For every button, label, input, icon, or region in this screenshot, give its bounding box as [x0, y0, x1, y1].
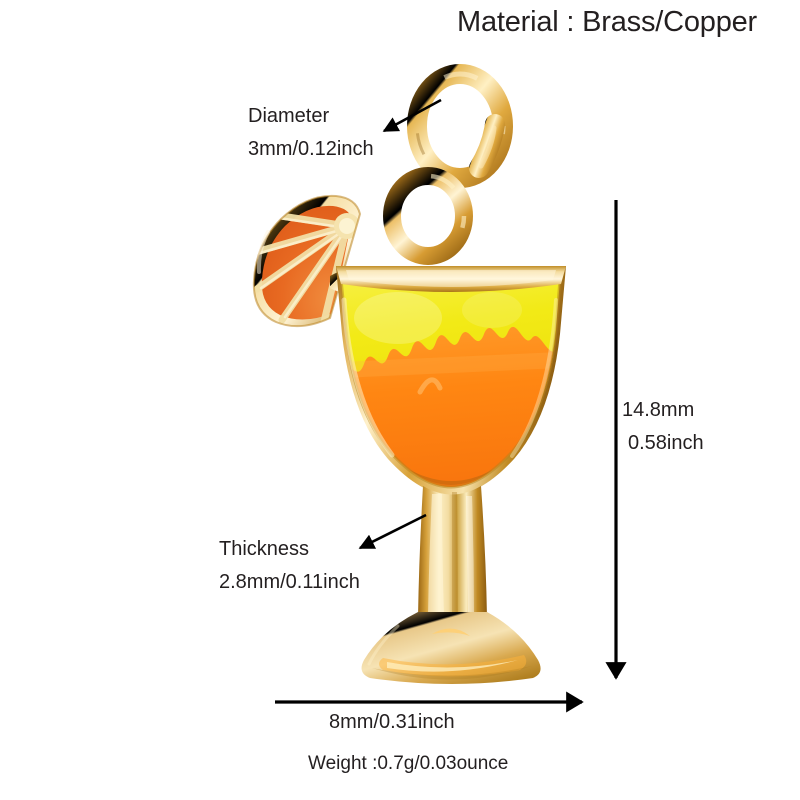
- height-value-inch: 0.58inch: [628, 431, 704, 454]
- glass-stem: [418, 486, 487, 618]
- height-label: 14.8mm 0.58inch: [622, 398, 704, 456]
- thickness-value: 2.8mm/0.11inch: [219, 570, 360, 593]
- thickness-label: Thickness 2.8mm/0.11inch: [219, 537, 360, 595]
- bail-loop: [383, 114, 505, 265]
- glass-foot: [361, 612, 541, 684]
- glass-bowl: [336, 266, 566, 495]
- weight-label: Weight :0.7g/0.03ounce: [308, 753, 509, 774]
- height-value-mm: 14.8mm: [622, 399, 695, 421]
- diameter-label: Diameter 3mm/0.12inch: [248, 104, 374, 162]
- diameter-value: 3mm/0.12inch: [248, 137, 374, 160]
- width-label: 8mm/0.31inch: [329, 711, 455, 733]
- thickness-title: Thickness: [219, 538, 310, 560]
- diameter-title: Diameter: [248, 105, 330, 127]
- material-label: Material : Brass/Copper: [457, 6, 758, 38]
